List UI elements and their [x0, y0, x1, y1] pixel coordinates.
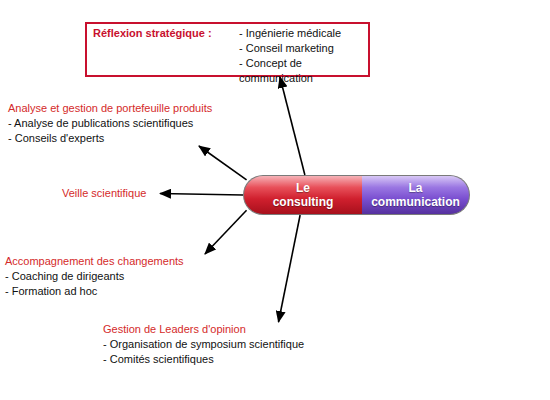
heading-text: Le consulting: [273, 181, 334, 209]
heading-text: Gestion de Leaders d'opinion: [103, 322, 328, 337]
arrow-connector: [205, 210, 247, 254]
item-text: - Formation ad hoc: [5, 284, 220, 299]
item-text: - Concept de communication: [239, 56, 362, 86]
heading-text: Analyse et gestion de portefeuille produ…: [8, 101, 256, 116]
service-group: Gestion de Leaders d'opinion- Organisati…: [103, 322, 328, 367]
item-text: - Analyse de publications scientifiques: [8, 116, 256, 131]
communication-capsule: La communication: [362, 175, 470, 215]
heading-text: La communication: [371, 181, 460, 209]
arrow-connector: [160, 194, 243, 196]
arrow-connector: [199, 146, 247, 180]
service-group: Analyse et gestion de portefeuille produ…: [8, 101, 256, 146]
item-text: - Coaching de dirigeants: [5, 269, 220, 284]
heading-text: Accompagnement des changements: [5, 254, 220, 269]
item-text: - Comités scientifiques: [103, 352, 328, 367]
heading-text: Veille scientifique: [62, 186, 160, 201]
service-group: Accompagnement des changements- Coaching…: [5, 254, 220, 299]
item-text: - Ingénierie médicale: [239, 26, 362, 41]
arrow-connector: [280, 77, 305, 175]
item-text: - Conseil marketing: [239, 41, 362, 56]
item-text: - Conseils d'experts: [8, 131, 256, 146]
strategy-box: Réflexion stratégique : - Ingénierie médi…: [85, 22, 370, 77]
consulting-capsule: Le consulting: [243, 175, 362, 215]
service-group: Veille scientifique: [62, 186, 160, 201]
item-text: - Organisation de symposium scientifique: [103, 337, 328, 352]
heading-text: Réflexion stratégique :: [93, 26, 233, 41]
arrow-connector: [279, 215, 301, 322]
